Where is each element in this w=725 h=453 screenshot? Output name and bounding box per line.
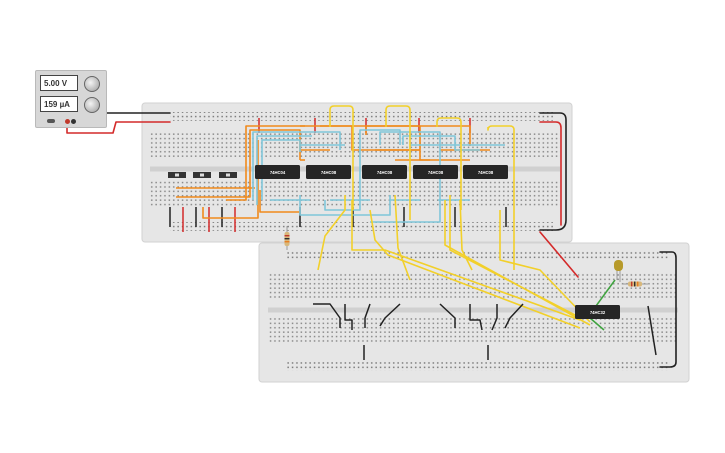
chip-5-label: 74HC08 <box>478 170 494 175</box>
chip-6-label: 74HC32 <box>590 310 606 315</box>
negative-terminal[interactable] <box>71 119 76 124</box>
chip-2[interactable]: 74HC08 <box>306 165 351 179</box>
positive-terminal[interactable] <box>65 119 70 124</box>
chip-5[interactable]: 74HC08 <box>463 165 508 179</box>
resistor-upper[interactable] <box>284 226 290 250</box>
power-switch[interactable] <box>47 119 55 123</box>
chip-1-label: 74HC04 <box>270 170 286 175</box>
chip-3[interactable]: 74HC08 <box>362 165 407 179</box>
blue-wires <box>252 129 505 223</box>
resistor-lower[interactable] <box>622 281 648 287</box>
lower-black-wires <box>313 303 657 360</box>
green-wires <box>589 279 616 331</box>
dip-switches[interactable] <box>168 172 237 178</box>
chip-4[interactable]: 74HC08 <box>413 165 458 179</box>
led-indicator[interactable] <box>614 260 623 282</box>
current-display: 159 µA <box>40 96 78 112</box>
voltage-display: 5.00 V <box>40 75 78 91</box>
chip-4-label: 74HC08 <box>428 170 444 175</box>
current-knob[interactable] <box>84 97 100 113</box>
yellow-wires <box>317 105 591 329</box>
chip-1[interactable]: 74HC04 <box>255 165 300 179</box>
lower-breadboard[interactable] <box>258 242 690 383</box>
chip-2-label: 74HC08 <box>321 170 337 175</box>
chip-6[interactable]: 74HC32 <box>575 305 620 319</box>
power-supply[interactable]: 5.00 V 159 µA <box>35 70 107 128</box>
voltage-knob[interactable] <box>84 76 100 92</box>
chip-3-label: 74HC08 <box>377 170 393 175</box>
